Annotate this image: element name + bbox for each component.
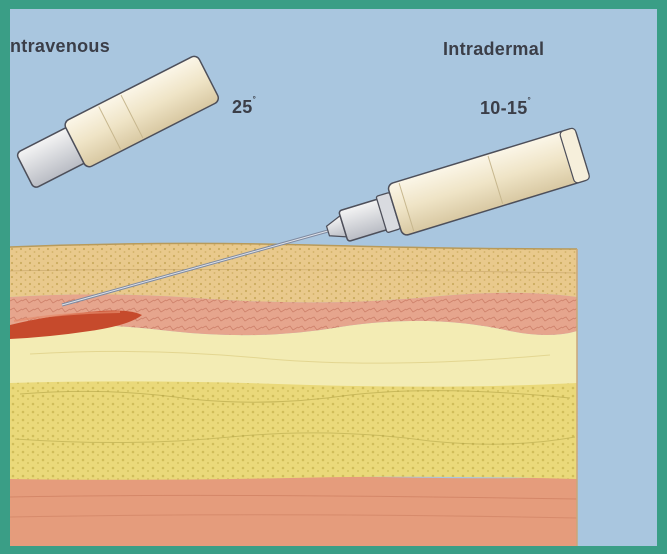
intravenous-label: ntravenous xyxy=(10,36,110,57)
intravenous-angle-label: 25° xyxy=(232,97,256,118)
intradermal-angle-label: 10-15° xyxy=(480,98,531,119)
muscle-layer xyxy=(10,474,577,546)
injection-diagram xyxy=(10,9,657,546)
diagram-panel: ntravenous Intradermal 25° 10-15° xyxy=(10,9,657,546)
intravenous-syringe xyxy=(13,54,220,194)
intradermal-label: Intradermal xyxy=(443,39,544,60)
subcutaneous-fat-layer xyxy=(10,379,577,479)
